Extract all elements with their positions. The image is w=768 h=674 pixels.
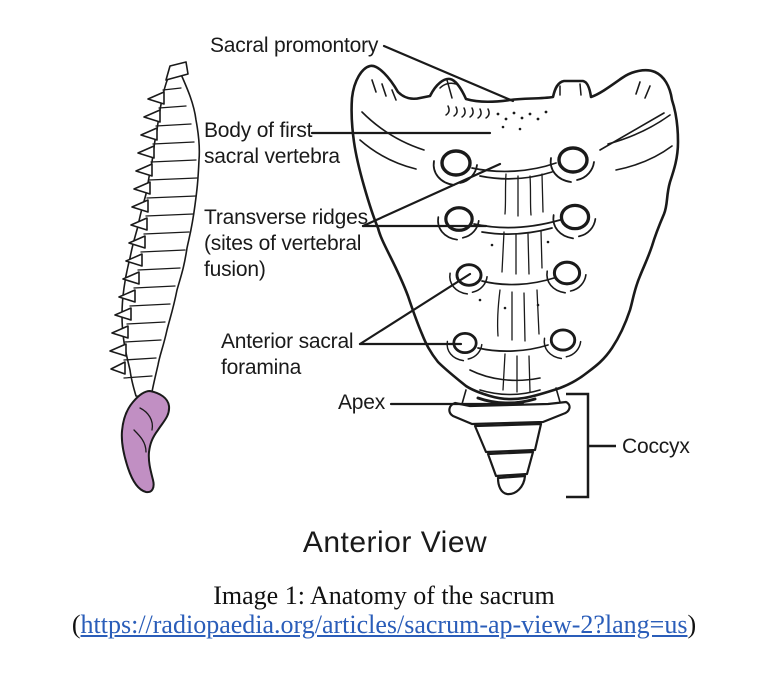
caption-title: Image 1: Anatomy of the sacrum	[213, 581, 555, 610]
leader-transverse-ridges-upper	[361, 162, 502, 228]
label-body-first-sacral-vertebra: Body of first sacral vertebra	[204, 119, 340, 168]
label-coccyx: Coccyx	[622, 435, 690, 458]
caption-link[interactable]: https://radiopaedia.org/articles/sacrum-…	[80, 610, 688, 639]
leader-sacral-promontory	[382, 44, 515, 103]
caption-link-line: (https://radiopaedia.org/articles/sacrum…	[0, 610, 768, 639]
spine-lateral-illustration	[109, 61, 201, 494]
caption-link-close-paren: )	[687, 610, 697, 639]
stipple-dots	[478, 110, 550, 310]
view-title: Anterior View	[302, 526, 488, 559]
sacrum-anterior-illustration	[350, 64, 680, 496]
coccyx-illustration	[448, 396, 571, 496]
label-sacral-promontory: Sacral promontory	[210, 34, 379, 57]
sacrum-highlight-shape	[120, 390, 171, 494]
transverse-ridges-lines	[471, 162, 561, 352]
label-transverse-ridges: Transverse ridges (sites of vertebral fu…	[204, 206, 368, 281]
leader-lines	[310, 44, 525, 406]
figure-caption: Image 1: Anatomy of the sacrum (https://…	[0, 581, 768, 639]
coccyx-bracket	[566, 392, 616, 499]
label-anterior-sacral-foramina: Anterior sacral foramina	[221, 330, 354, 379]
caption-link-open-paren: (	[71, 610, 81, 639]
leader-anterior-foramina-upper	[358, 272, 472, 346]
label-apex: Apex	[338, 391, 386, 414]
sacrum-highlight	[120, 390, 171, 494]
